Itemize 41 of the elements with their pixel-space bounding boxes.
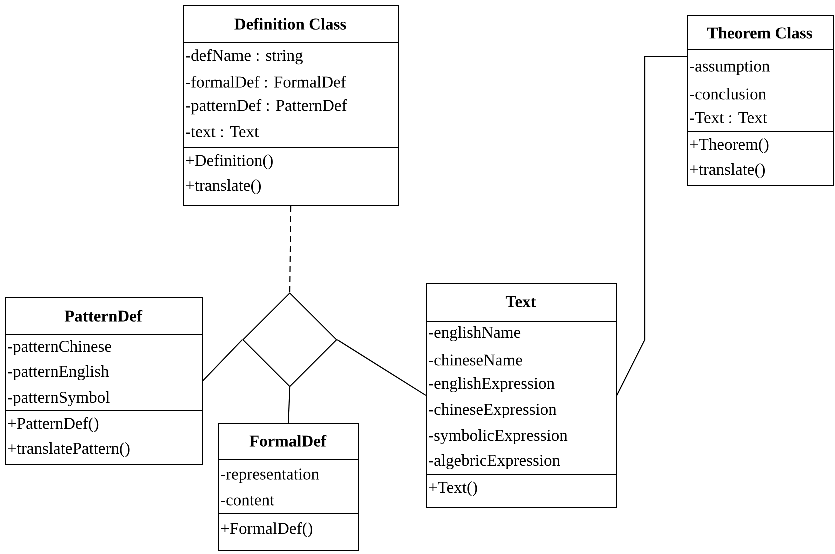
attribute: -Text : Text [690,112,768,124]
attribute: -formalDef : FormalDef [186,76,346,88]
class-box [5,297,204,466]
attribute: -englishName [429,326,521,342]
attribute: -patternSymbol [8,392,110,406]
attribute: -englishExpression [429,378,555,392]
attribute: -chineseName [429,354,522,366]
method: +FormalDef() [221,522,313,538]
connector-line [337,340,426,396]
class-name: FormalDef [250,435,327,447]
connector-line [202,340,243,382]
class-name: Definition Class [234,18,346,30]
method: +PatternDef() [8,417,99,433]
attribute: -patternDef : PatternDef [186,99,348,115]
class-box [183,5,400,206]
class-box [426,283,618,508]
class-box [687,15,834,186]
class-name: Theorem Class [707,27,812,39]
attribute: -conclusion [690,88,766,100]
attribute: -algebricExpression [429,454,560,470]
attribute: -symbolicExpression [429,430,568,444]
method: +Definition() [186,154,273,170]
attribute: -defName : string [186,49,303,65]
method: +translate() [186,180,262,194]
attribute: -chineseExpression [429,404,557,418]
connector-line [288,388,291,424]
method: +Theorem() [690,138,769,154]
connector-line [289,206,292,292]
method: +translatePattern() [8,442,130,458]
class-name: Text [506,296,536,308]
attribute: -text : Text [186,126,259,138]
attribute: -assumption [690,60,770,76]
attribute: -patternEnglish [8,366,110,380]
attribute: -patternChinese [8,340,112,356]
method: +translate() [690,164,766,178]
class-box [218,423,360,552]
method: +Text() [429,482,478,496]
attribute: -content [221,496,275,506]
connector-line [616,56,687,396]
class-name: PatternDef [64,310,143,322]
attribute: -representation [221,468,320,484]
